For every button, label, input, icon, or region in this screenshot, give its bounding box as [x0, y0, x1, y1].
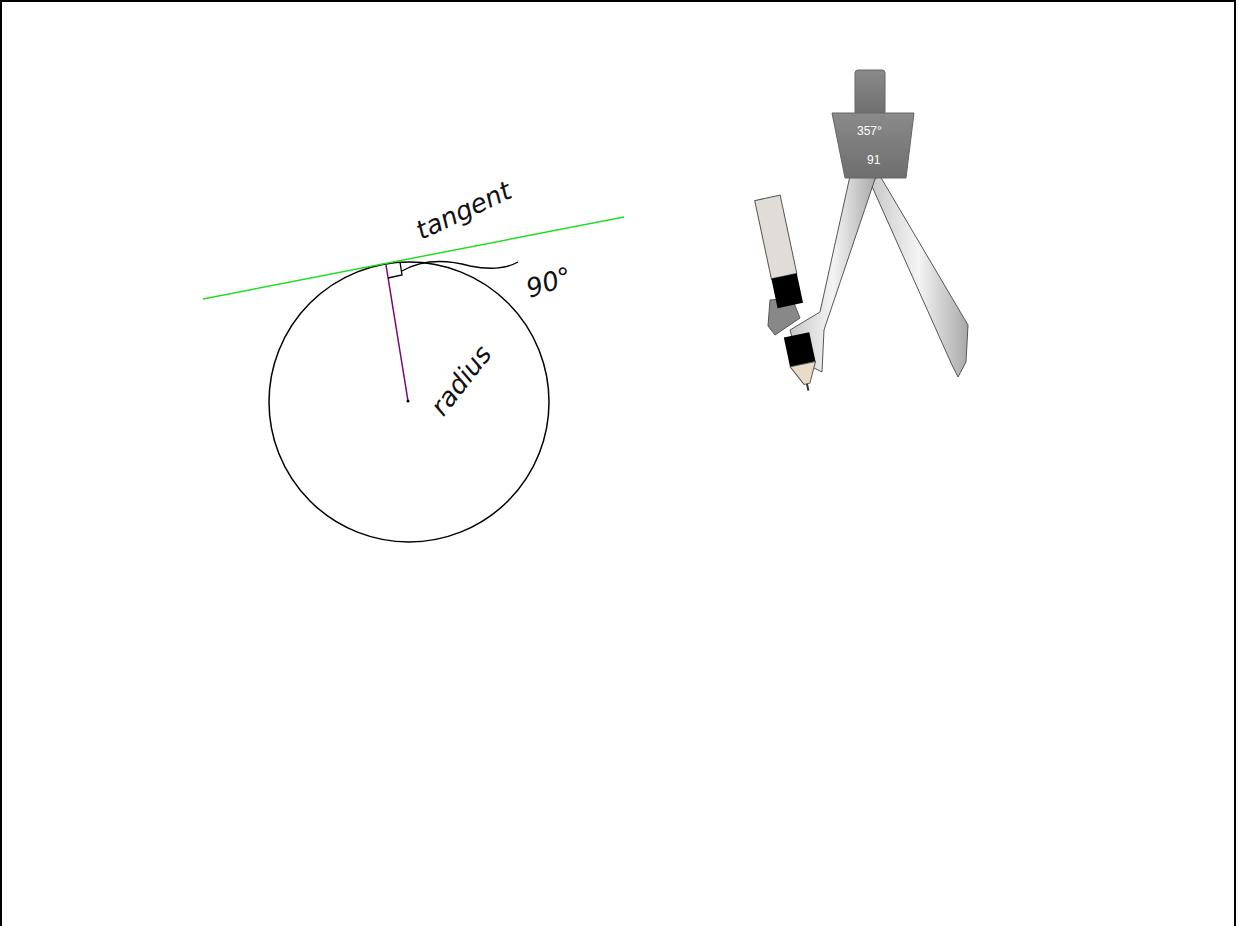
dial-angle: 357° [857, 125, 882, 137]
radius-label: radius [426, 341, 496, 420]
tangent-label: tangent [412, 177, 515, 244]
compass [755, 70, 968, 393]
leader-line [402, 262, 518, 271]
dial-radius: 91 [867, 154, 880, 166]
radius-line [386, 265, 408, 401]
right-angle-mark [388, 262, 402, 278]
angle-label: 90° [523, 263, 575, 302]
circle [269, 262, 549, 542]
centre-dot [407, 400, 410, 403]
